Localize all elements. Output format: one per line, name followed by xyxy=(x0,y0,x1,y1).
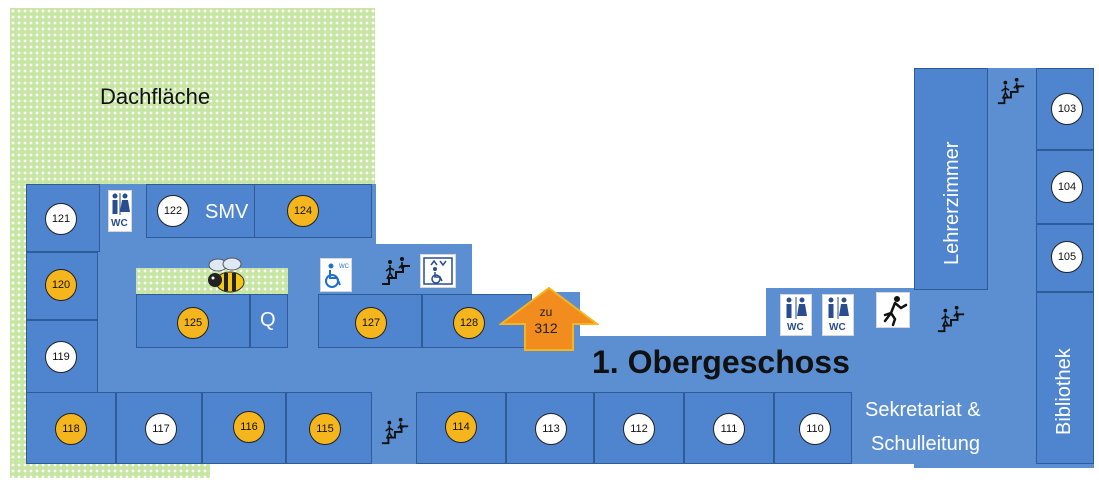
room-127[interactable]: 127 xyxy=(318,294,422,348)
q-label: Q xyxy=(260,309,276,331)
room-number-114: 114 xyxy=(445,411,477,443)
room-number-118: 118 xyxy=(55,413,87,445)
stairs-icon xyxy=(936,304,966,334)
room-q[interactable]: Q xyxy=(250,294,288,348)
stairs-icon xyxy=(996,76,1026,106)
room-number-116: 116 xyxy=(233,411,265,443)
room-number-111: 111 xyxy=(713,413,745,445)
arrow-to-312-icon[interactable] xyxy=(499,286,599,352)
wc-icon: WC xyxy=(780,294,812,336)
room-105[interactable]: 105 xyxy=(1036,224,1094,292)
sekretariat-label-line1: Sekretariat & xyxy=(865,399,981,421)
room-number-128: 128 xyxy=(453,307,485,339)
room-115[interactable]: 115 xyxy=(286,392,372,464)
room-number-115: 115 xyxy=(309,413,341,445)
smv-label: SMV xyxy=(205,201,249,223)
room-120[interactable]: 120 xyxy=(26,252,98,320)
room-number-104: 104 xyxy=(1051,171,1083,203)
arrow-label: zu 312 xyxy=(521,304,571,336)
wc-label: WC xyxy=(829,322,846,333)
roof-area-bottom xyxy=(10,462,210,478)
stairs-icon xyxy=(380,256,412,286)
room-117[interactable]: 117 xyxy=(116,392,202,464)
room-sekretariat[interactable]: Sekretariat & Schulleitung xyxy=(852,392,1036,464)
floor-title: 1. Obergeschoss xyxy=(592,344,850,380)
roof-area-strip xyxy=(10,184,26,474)
emergency-exit-icon xyxy=(876,292,910,328)
arrow-label-line2: 312 xyxy=(534,320,558,336)
svg-text:WC: WC xyxy=(339,264,350,270)
room-118[interactable]: 118 xyxy=(26,392,116,464)
room-125[interactable]: 125 xyxy=(136,294,250,348)
room-number-110: 110 xyxy=(799,413,831,445)
room-104[interactable]: 104 xyxy=(1036,150,1094,224)
room-number-103: 103 xyxy=(1051,93,1083,125)
stairs-icon xyxy=(380,416,410,446)
room-111[interactable]: 111 xyxy=(684,392,774,464)
room-119[interactable]: 119 xyxy=(26,320,98,394)
room-number-113: 113 xyxy=(535,413,567,445)
wc-label: WC xyxy=(787,322,804,333)
room-number-117: 117 xyxy=(145,413,177,445)
room-114[interactable]: 114 xyxy=(416,392,506,464)
room-number-120: 120 xyxy=(45,269,77,301)
room-124[interactable]: 124 xyxy=(254,184,372,238)
roof-label: Dachfläche xyxy=(100,84,211,109)
room-121[interactable]: 121 xyxy=(26,184,100,252)
room-number-124: 124 xyxy=(287,195,319,227)
room-number-127: 127 xyxy=(355,307,387,339)
sekretariat-label-line2: Schulleitung xyxy=(871,433,980,455)
room-number-105: 105 xyxy=(1051,241,1083,273)
room-122-smv[interactable]: 122 SMV xyxy=(146,184,256,238)
room-113[interactable]: 113 xyxy=(506,392,594,464)
wc-label: WC xyxy=(111,218,128,229)
bee-icon xyxy=(204,256,250,296)
room-bibliothek[interactable]: Bibliothek xyxy=(1036,292,1094,464)
wc-icon: WC xyxy=(108,190,132,232)
room-number-112: 112 xyxy=(623,413,655,445)
room-number-122: 122 xyxy=(157,195,189,227)
room-number-121: 121 xyxy=(45,203,77,235)
arrow-label-line1: zu xyxy=(539,305,553,319)
room-103[interactable]: 103 xyxy=(1036,68,1094,150)
bibliothek-label: Bibliothek xyxy=(1053,348,1075,435)
roof-area xyxy=(10,8,375,184)
room-110[interactable]: 110 xyxy=(774,392,852,464)
room-lehrerzimmer[interactable]: Lehrerzimmer xyxy=(914,68,988,290)
elevator-icon xyxy=(420,254,456,288)
room-116[interactable]: 116 xyxy=(202,392,286,464)
room-number-125: 125 xyxy=(177,307,209,339)
room-number-119: 119 xyxy=(45,341,77,373)
wc-icon: WC xyxy=(822,294,854,336)
accessible-wc-icon: WC xyxy=(320,258,352,292)
lehrerzimmer-label: Lehrerzimmer xyxy=(941,141,963,265)
room-112[interactable]: 112 xyxy=(594,392,684,464)
